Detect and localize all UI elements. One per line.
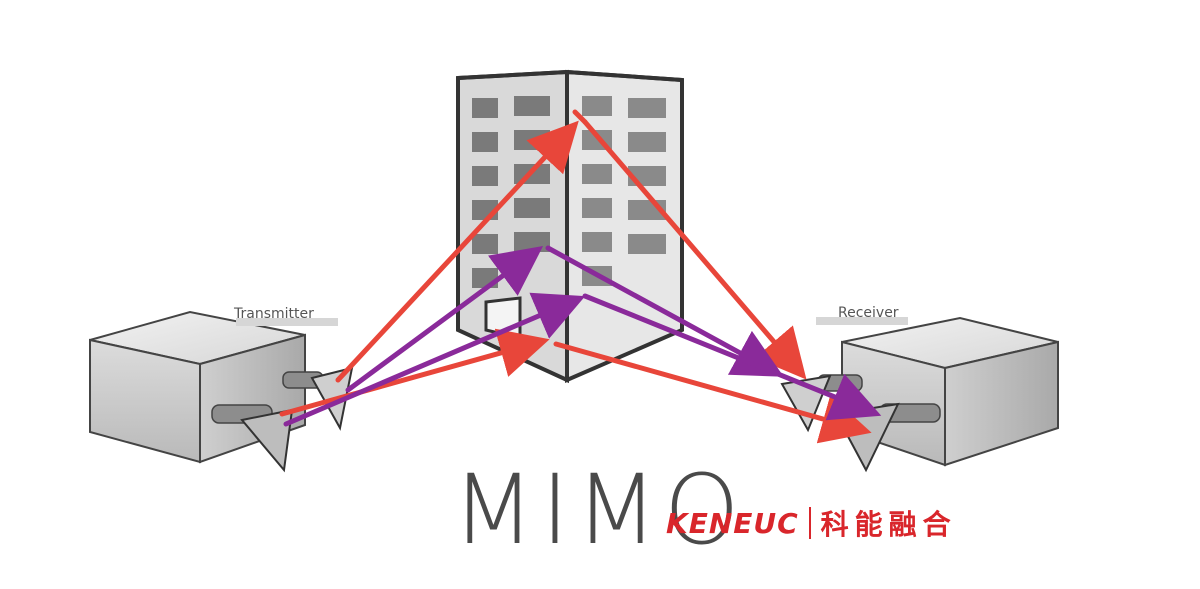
- signal-paths-purple: [283, 245, 882, 427]
- transmitter-unit: [89, 310, 354, 473]
- brand-name-en: KENEUC: [666, 506, 799, 540]
- signal-paths-red: [279, 109, 872, 444]
- receiver-label: Receiver: [838, 305, 899, 321]
- diagram-title: MIMO: [452, 454, 746, 566]
- brand-name-cn: 科能融合: [820, 508, 957, 541]
- transmitter-label: Transmitter: [234, 306, 314, 322]
- transmitter-label-bar: [236, 318, 338, 326]
- receiver-label-bar: [816, 317, 908, 325]
- brand-separator: [808, 507, 811, 539]
- brand-logo: KENEUC 科能融合: [666, 503, 957, 543]
